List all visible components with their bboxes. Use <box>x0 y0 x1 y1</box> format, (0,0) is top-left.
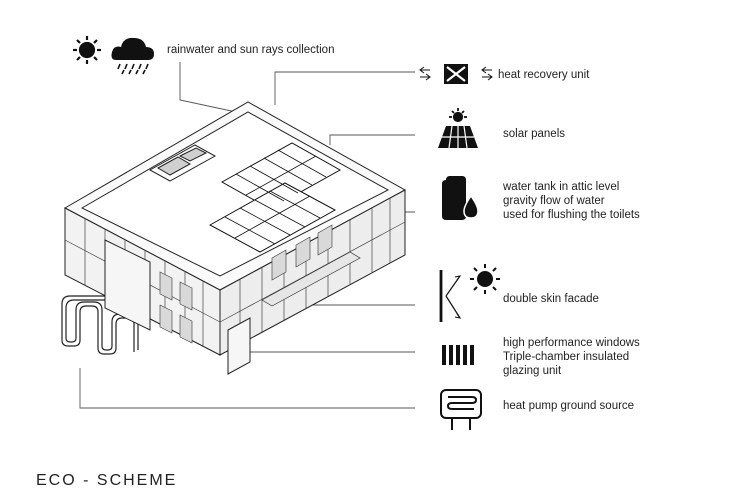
rain-cloud-icon <box>111 37 154 75</box>
legend-label-windows: high performance windows Triple-chamber … <box>503 337 640 377</box>
water-tank-icon <box>442 176 479 220</box>
heat-pump-icon <box>440 389 482 430</box>
ground-loop-pipe <box>61 295 135 355</box>
sun-icon <box>73 36 101 64</box>
solar-panel-icon <box>438 108 478 149</box>
legend-label-solar-panels: solar panels <box>503 128 566 140</box>
eco-scheme-diagram <box>61 36 500 430</box>
window-glazing-icon <box>442 345 474 365</box>
legend-label-heat-pump: heat pump ground source <box>503 400 635 412</box>
legend-label-double-skin-facade: double skin facade <box>503 293 599 305</box>
legend-label-water-tank: water tank in attic level gravity flow o… <box>503 181 640 221</box>
heat-recovery-icon <box>419 64 493 84</box>
building-axonometric <box>63 101 407 375</box>
scheme-title: ECO - SCHEME <box>36 472 178 489</box>
legend-label-heat-recovery: heat recovery unit <box>498 69 590 81</box>
collection-label: rainwater and sun rays collection <box>167 44 335 56</box>
double-skin-facade-icon <box>439 264 500 322</box>
